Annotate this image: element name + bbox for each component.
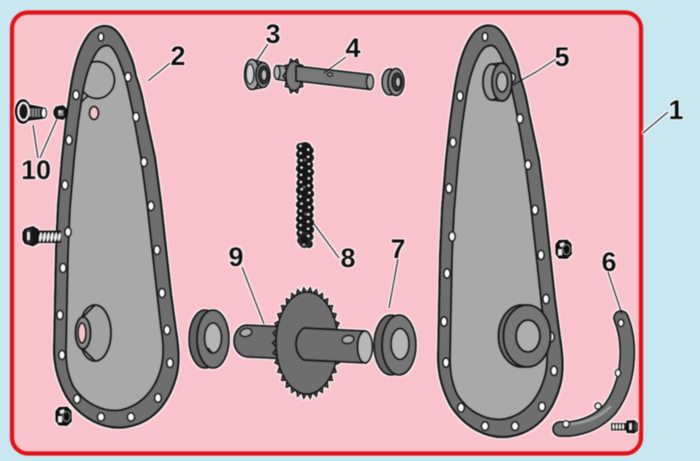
svg-text:10: 10 <box>21 155 51 185</box>
svg-text:6: 6 <box>601 247 616 277</box>
svg-text:8: 8 <box>340 243 355 273</box>
svg-text:9: 9 <box>228 242 243 272</box>
svg-text:4: 4 <box>345 33 360 63</box>
svg-text:1: 1 <box>668 95 683 125</box>
svg-text:3: 3 <box>265 19 280 49</box>
svg-text:5: 5 <box>554 42 569 72</box>
svg-text:2: 2 <box>170 41 185 71</box>
svg-text:7: 7 <box>390 234 405 264</box>
